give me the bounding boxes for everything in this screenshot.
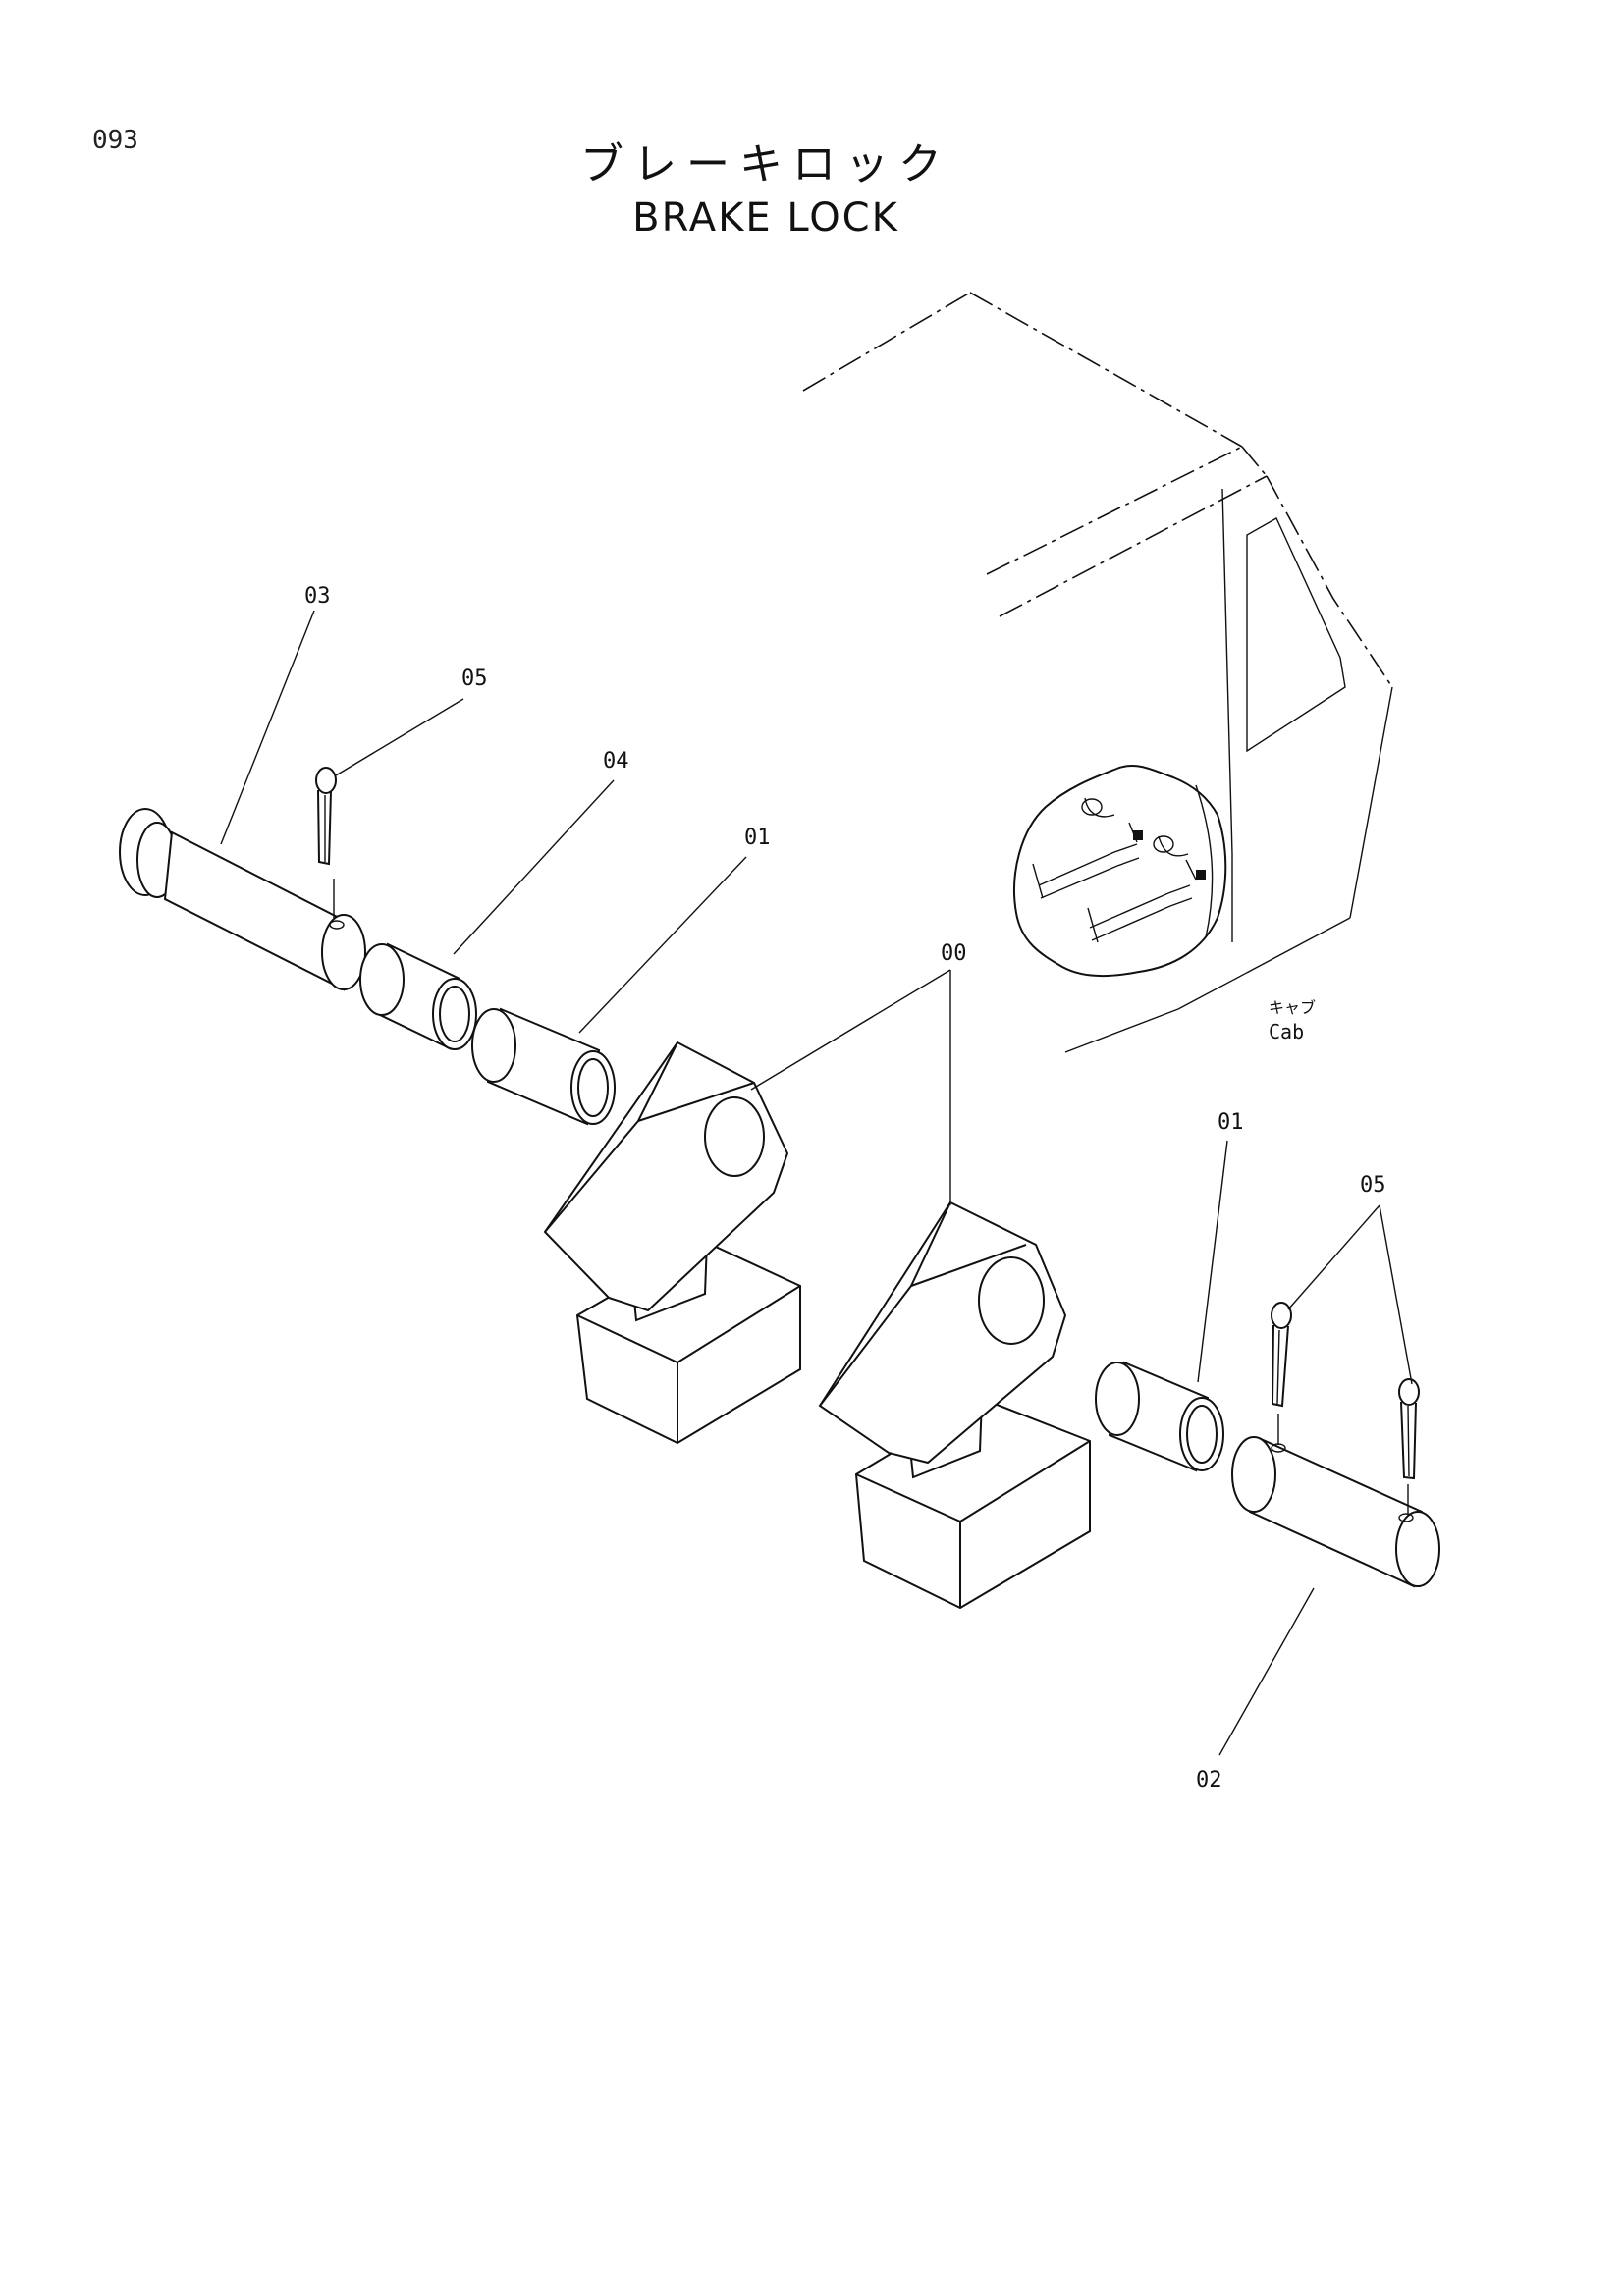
- title-english: BRAKE LOCK: [632, 195, 899, 240]
- cab-label-japanese: キャブ: [1269, 998, 1316, 1017]
- part-05-cotter-pins-right: [1271, 1302, 1420, 1515]
- part-01-bushing-right: [1095, 1361, 1224, 1472]
- leader-lines: [220, 610, 1413, 1756]
- callout-05-right: 05: [1360, 1173, 1386, 1198]
- part-05-cotter-pin-top: [315, 767, 337, 918]
- part-00-bracket-left: [543, 1041, 801, 1445]
- part-01-bushing-top: [471, 1007, 616, 1126]
- callout-04: 04: [603, 749, 629, 774]
- part-03-pin: [119, 808, 366, 991]
- part-00-bracket-right: [818, 1201, 1091, 1610]
- cab-outline: [802, 292, 1393, 1053]
- title-japanese: ブレーキロック: [580, 139, 951, 189]
- callout-02: 02: [1196, 1768, 1222, 1792]
- callout-03: 03: [304, 584, 331, 609]
- page-number: 093: [92, 126, 138, 155]
- title-block: ブレーキロック BRAKE LOCK: [0, 137, 1532, 243]
- callout-05-top: 05: [461, 667, 488, 691]
- part-04-bushing: [359, 942, 477, 1050]
- callout-01-top: 01: [744, 826, 771, 850]
- cab-label-english: Cab: [1269, 1020, 1304, 1043]
- callout-00: 00: [941, 941, 967, 966]
- part-02-pin: [1231, 1436, 1440, 1588]
- callout-01-right: 01: [1218, 1110, 1244, 1135]
- cab-detail-inset: [1013, 765, 1227, 978]
